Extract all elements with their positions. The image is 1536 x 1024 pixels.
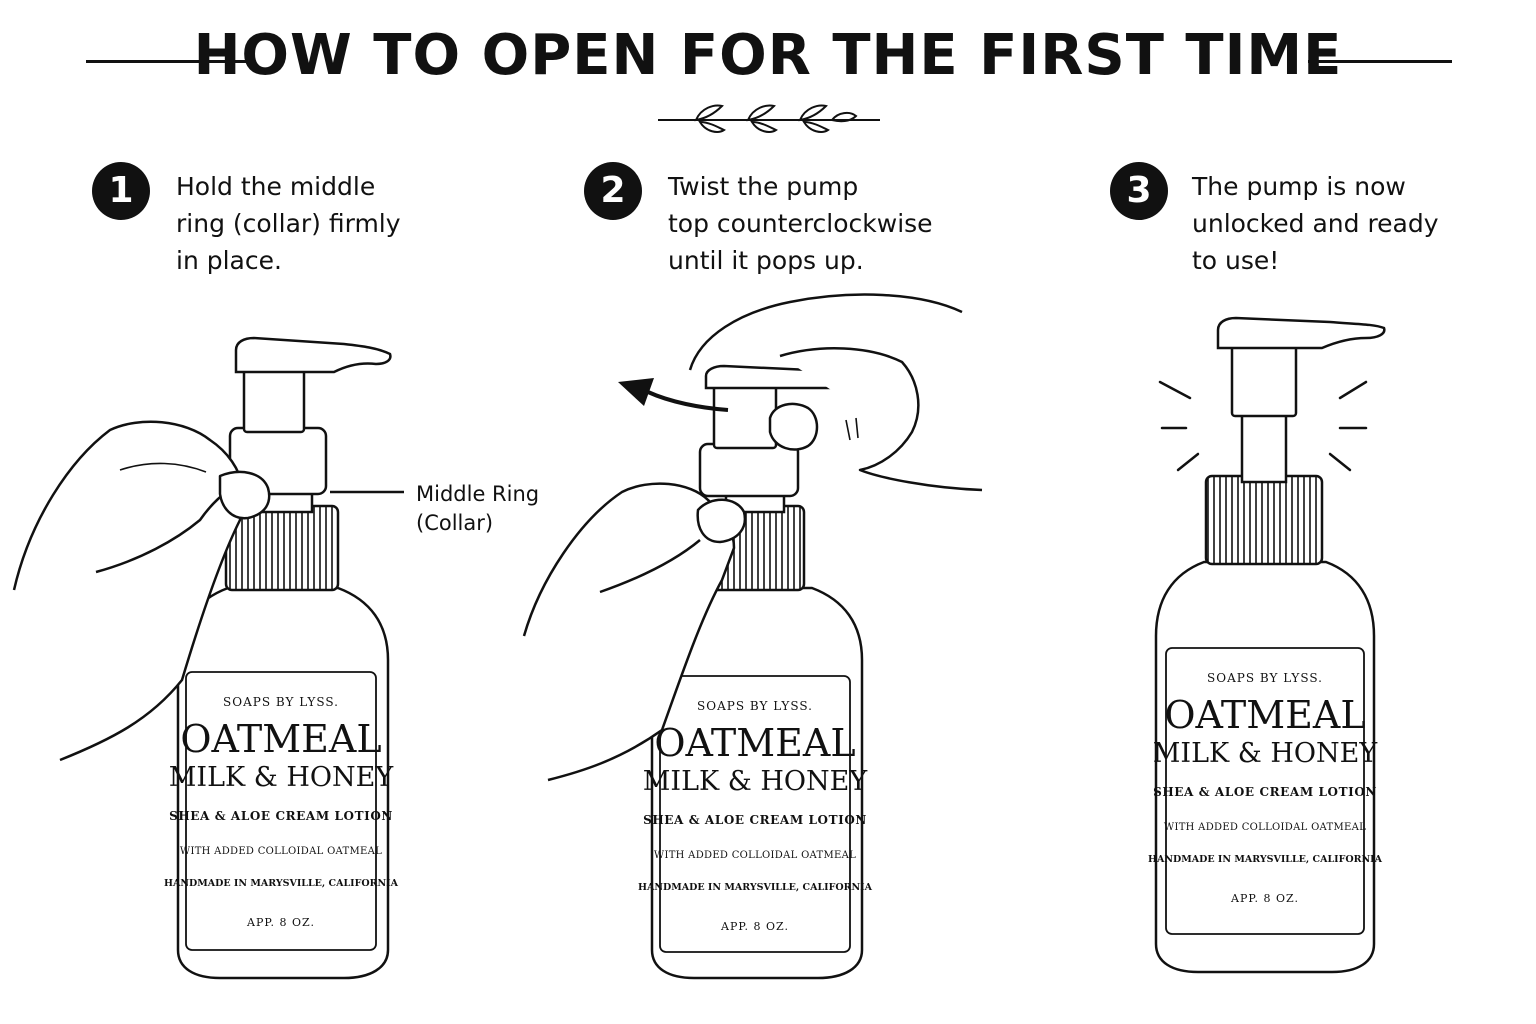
bottle-3 — [1154, 316, 1386, 974]
bottle-2-label-product-line2: MILK & HONEY — [643, 766, 869, 797]
step-3-text: The pump is now unlocked and ready to us… — [1192, 168, 1439, 279]
bottle-1-label-type: SHEA & ALOE CREAM LOTION — [169, 809, 393, 823]
step-2-line-3: until it pops up. — [668, 246, 864, 275]
bottle-2-label-product-line1: OATMEAL — [654, 721, 855, 765]
step-2-badge: 2 — [584, 162, 642, 220]
bottle-1-label-brand: SOAPS BY LYSS. — [223, 695, 339, 709]
bottle-2 — [650, 364, 864, 980]
step-3-badge: 3 — [1110, 162, 1168, 220]
bottle-1-label-origin: HANDMADE IN MARYSVILLE, CALIFORNIA — [164, 878, 399, 889]
bottle-3-label-type: SHEA & ALOE CREAM LOTION — [1153, 785, 1377, 799]
title-rule-right — [1308, 60, 1452, 63]
bottle-1-label-note: WITH ADDED COLLOIDAL OATMEAL — [180, 846, 382, 857]
leaf-vine-ornament — [658, 104, 880, 133]
step-2-text: Twist the pump top counterclockwise unti… — [668, 168, 933, 279]
bottle-1-label-size: APP. 8 OZ. — [246, 916, 315, 929]
bottle-3-label-product-line2: MILK & HONEY — [1153, 738, 1379, 769]
step-1-line-2: ring (collar) firmly — [176, 209, 401, 238]
bottle-1-label-product-line2: MILK & HONEY — [169, 762, 395, 793]
bottle-2-label-origin: HANDMADE IN MARYSVILLE, CALIFORNIA — [638, 882, 873, 893]
step-3-line-2: unlocked and ready — [1192, 209, 1439, 238]
bottle-3-label-note: WITH ADDED COLLOIDAL OATMEAL — [1164, 822, 1366, 833]
bottle-3-label-size: APP. 8 OZ. — [1230, 892, 1299, 905]
bottle-2-label-type: SHEA & ALOE CREAM LOTION — [643, 813, 867, 827]
unlocked-burst-lines — [1158, 380, 1368, 472]
middle-ring-callout: Middle Ring (Collar) — [416, 480, 539, 538]
bottle-3-label-brand: SOAPS BY LYSS. — [1207, 671, 1323, 685]
step-1-line-3: in place. — [176, 246, 282, 275]
step-1-line-1: Hold the middle — [176, 172, 376, 201]
bottle-2-top-hand — [688, 293, 983, 492]
step-2-line-2: top counterclockwise — [668, 209, 933, 238]
step-1-badge: 1 — [92, 162, 150, 220]
counterclockwise-arrow-icon — [618, 378, 729, 412]
bottle-1-label-product-line1: OATMEAL — [180, 717, 381, 761]
callout-line-2: (Collar) — [416, 511, 494, 535]
bottle-3-label-product-line1: OATMEAL — [1164, 693, 1365, 737]
bottle-1-hand — [12, 420, 271, 762]
step-3-line-3: to use! — [1192, 246, 1280, 275]
bottle-2-label-size: APP. 8 OZ. — [720, 920, 789, 933]
bottle-2-label-brand: SOAPS BY LYSS. — [697, 699, 813, 713]
bottle-3-label-origin: HANDMADE IN MARYSVILLE, CALIFORNIA — [1148, 854, 1383, 865]
step-1-text: Hold the middle ring (collar) firmly in … — [176, 168, 401, 279]
title-rule-left — [86, 60, 248, 63]
step-2-line-1: Twist the pump — [668, 172, 859, 201]
bottle-2-bottom-hand — [522, 482, 747, 782]
page-title: HOW TO OPEN FOR THE FIRST TIME — [193, 23, 1343, 88]
callout-line-1: Middle Ring — [416, 482, 540, 506]
bottle-2-label-note: WITH ADDED COLLOIDAL OATMEAL — [654, 850, 856, 861]
step-3-line-1: The pump is now — [1192, 172, 1406, 201]
